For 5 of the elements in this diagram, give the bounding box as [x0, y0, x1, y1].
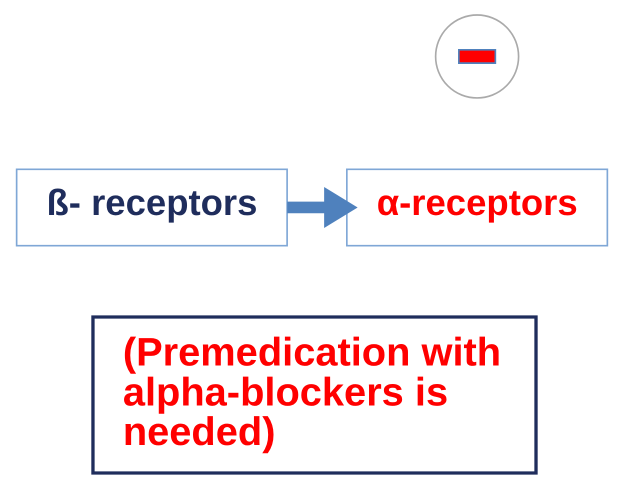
node-box: α-receptors	[346, 168, 608, 246]
node-circle	[434, 14, 519, 99]
node-box: ß- receptors	[15, 168, 288, 246]
arrow	[286, 186, 358, 228]
node-box: (Premedication with alpha-blockers is needed)	[90, 315, 538, 475]
